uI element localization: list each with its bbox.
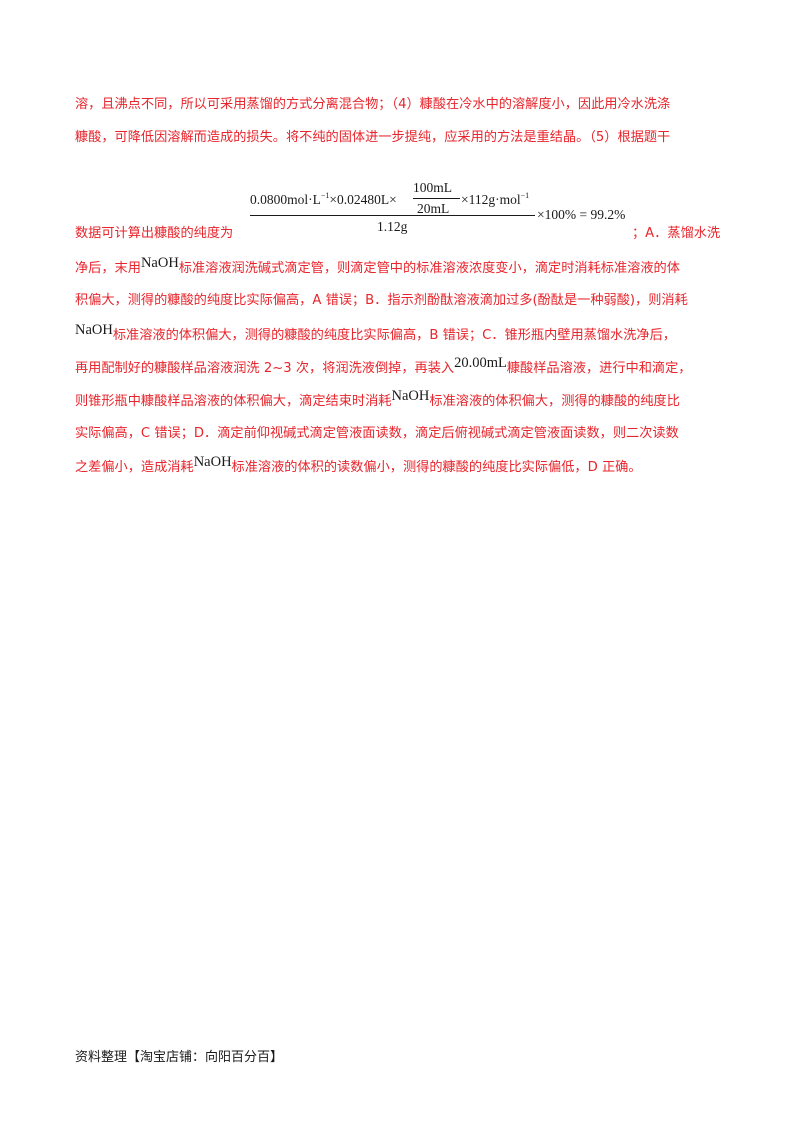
paragraph-line: 实际偏高，C 错误；D．滴定前仰视碱式滴定管液面读数，滴定后俯视碱式滴定管液面读… <box>75 426 679 441</box>
text-run: 标准溶液的体积的读数偏小，测得的糠酸的纯度比实际偏低，D 正确。 <box>231 460 642 475</box>
chemical-formula: NaOH <box>391 388 430 404</box>
formula-denominator: 1.12g <box>377 219 408 234</box>
text-run: 则锥形瓶中糠酸样品溶液的体积偏大，滴定结束时消耗 <box>75 394 392 409</box>
paragraph-line: 溶，且沸点不同，所以可采用蒸馏的方式分离混合物；（4）糠酸在冷水中的溶解度小，因… <box>75 97 671 112</box>
text-run: 糠酸样品溶液，进行中和滴定， <box>506 361 692 376</box>
formula-numerator-tail: ×112g·mol−1 <box>461 191 530 208</box>
paragraph-line: ；A．蒸馏水洗 <box>632 226 721 241</box>
formula-term: ×0.02480L× <box>329 192 397 207</box>
volume-value: 20.00mL <box>454 355 507 371</box>
text-run: 标准溶液的体积偏大，测得的糠酸的纯度比实际偏高，B 错误；C．锥形瓶内壁用蒸馏水… <box>112 328 676 343</box>
text-run: 净后，末用 <box>75 261 141 276</box>
text-run: 之差偏小，造成消耗 <box>75 460 194 475</box>
text-run: 标准溶液的体积偏大，测得的糠酸的纯度比 <box>429 394 680 409</box>
formula-term: 0.0800mol·L <box>250 192 321 207</box>
paragraph-line: 之差偏小，造成消耗NaOH标准溶液的体积的读数偏小，测得的糠酸的纯度比实际偏低，… <box>75 454 642 477</box>
chemical-formula: NaOH <box>140 255 179 271</box>
text-run: 再用配制好的糠酸样品溶液润洗 2~3 次，将润洗液倒掉，再装入 <box>75 361 455 376</box>
formula-numerator: 0.0800mol·L−1×0.02480L× <box>250 191 397 208</box>
inner-fraction-numerator: 100mL <box>413 180 452 195</box>
formula-superscript: −1 <box>320 191 330 200</box>
inner-fraction-denominator: 20mL <box>417 201 450 216</box>
paragraph-line: 数据可计算出糠酸的纯度为 <box>75 226 234 241</box>
chemical-formula: NaOH <box>75 322 113 338</box>
paragraph-line: 净后，末用NaOH标准溶液润洗碱式滴定管，则滴定管中的标准溶液浓度变小，滴定时消… <box>75 255 680 278</box>
inner-fraction-bar <box>413 198 460 199</box>
paragraph-line: 再用配制好的糠酸样品溶液润洗 2~3 次，将润洗液倒掉，再装入20.00mL糠酸… <box>75 355 692 378</box>
paragraph-line: 则锥形瓶中糠酸样品溶液的体积偏大，滴定结束时消耗NaOH标准溶液的体积偏大，测得… <box>75 388 680 411</box>
chemical-formula: NaOH <box>193 454 232 470</box>
formula-result: ×100% = 99.2% <box>537 207 626 222</box>
paragraph-line: 糠酸，可降低因溶解而造成的损失。将不纯的固体进一步提纯，应采用的方法是重结晶。（… <box>75 130 671 145</box>
formula-term: ×112g·mol <box>461 192 521 207</box>
footer-source-note: 资料整理【淘宝店铺：向阳百分百】 <box>75 1050 284 1065</box>
paragraph-line: NaOH标准溶液的体积偏大，测得的糠酸的纯度比实际偏高，B 错误；C．锥形瓶内壁… <box>75 322 676 345</box>
paragraph-line: 积偏大，测得的糠酸的纯度比实际偏高，A 错误；B．指示剂酚酞溶液滴加过多(酚酞是… <box>75 293 688 308</box>
main-fraction-bar <box>250 215 535 216</box>
text-run: 标准溶液润洗碱式滴定管，则滴定管中的标准溶液浓度变小，滴定时消耗标准溶液的体 <box>178 261 680 276</box>
formula-superscript: −1 <box>520 191 530 200</box>
